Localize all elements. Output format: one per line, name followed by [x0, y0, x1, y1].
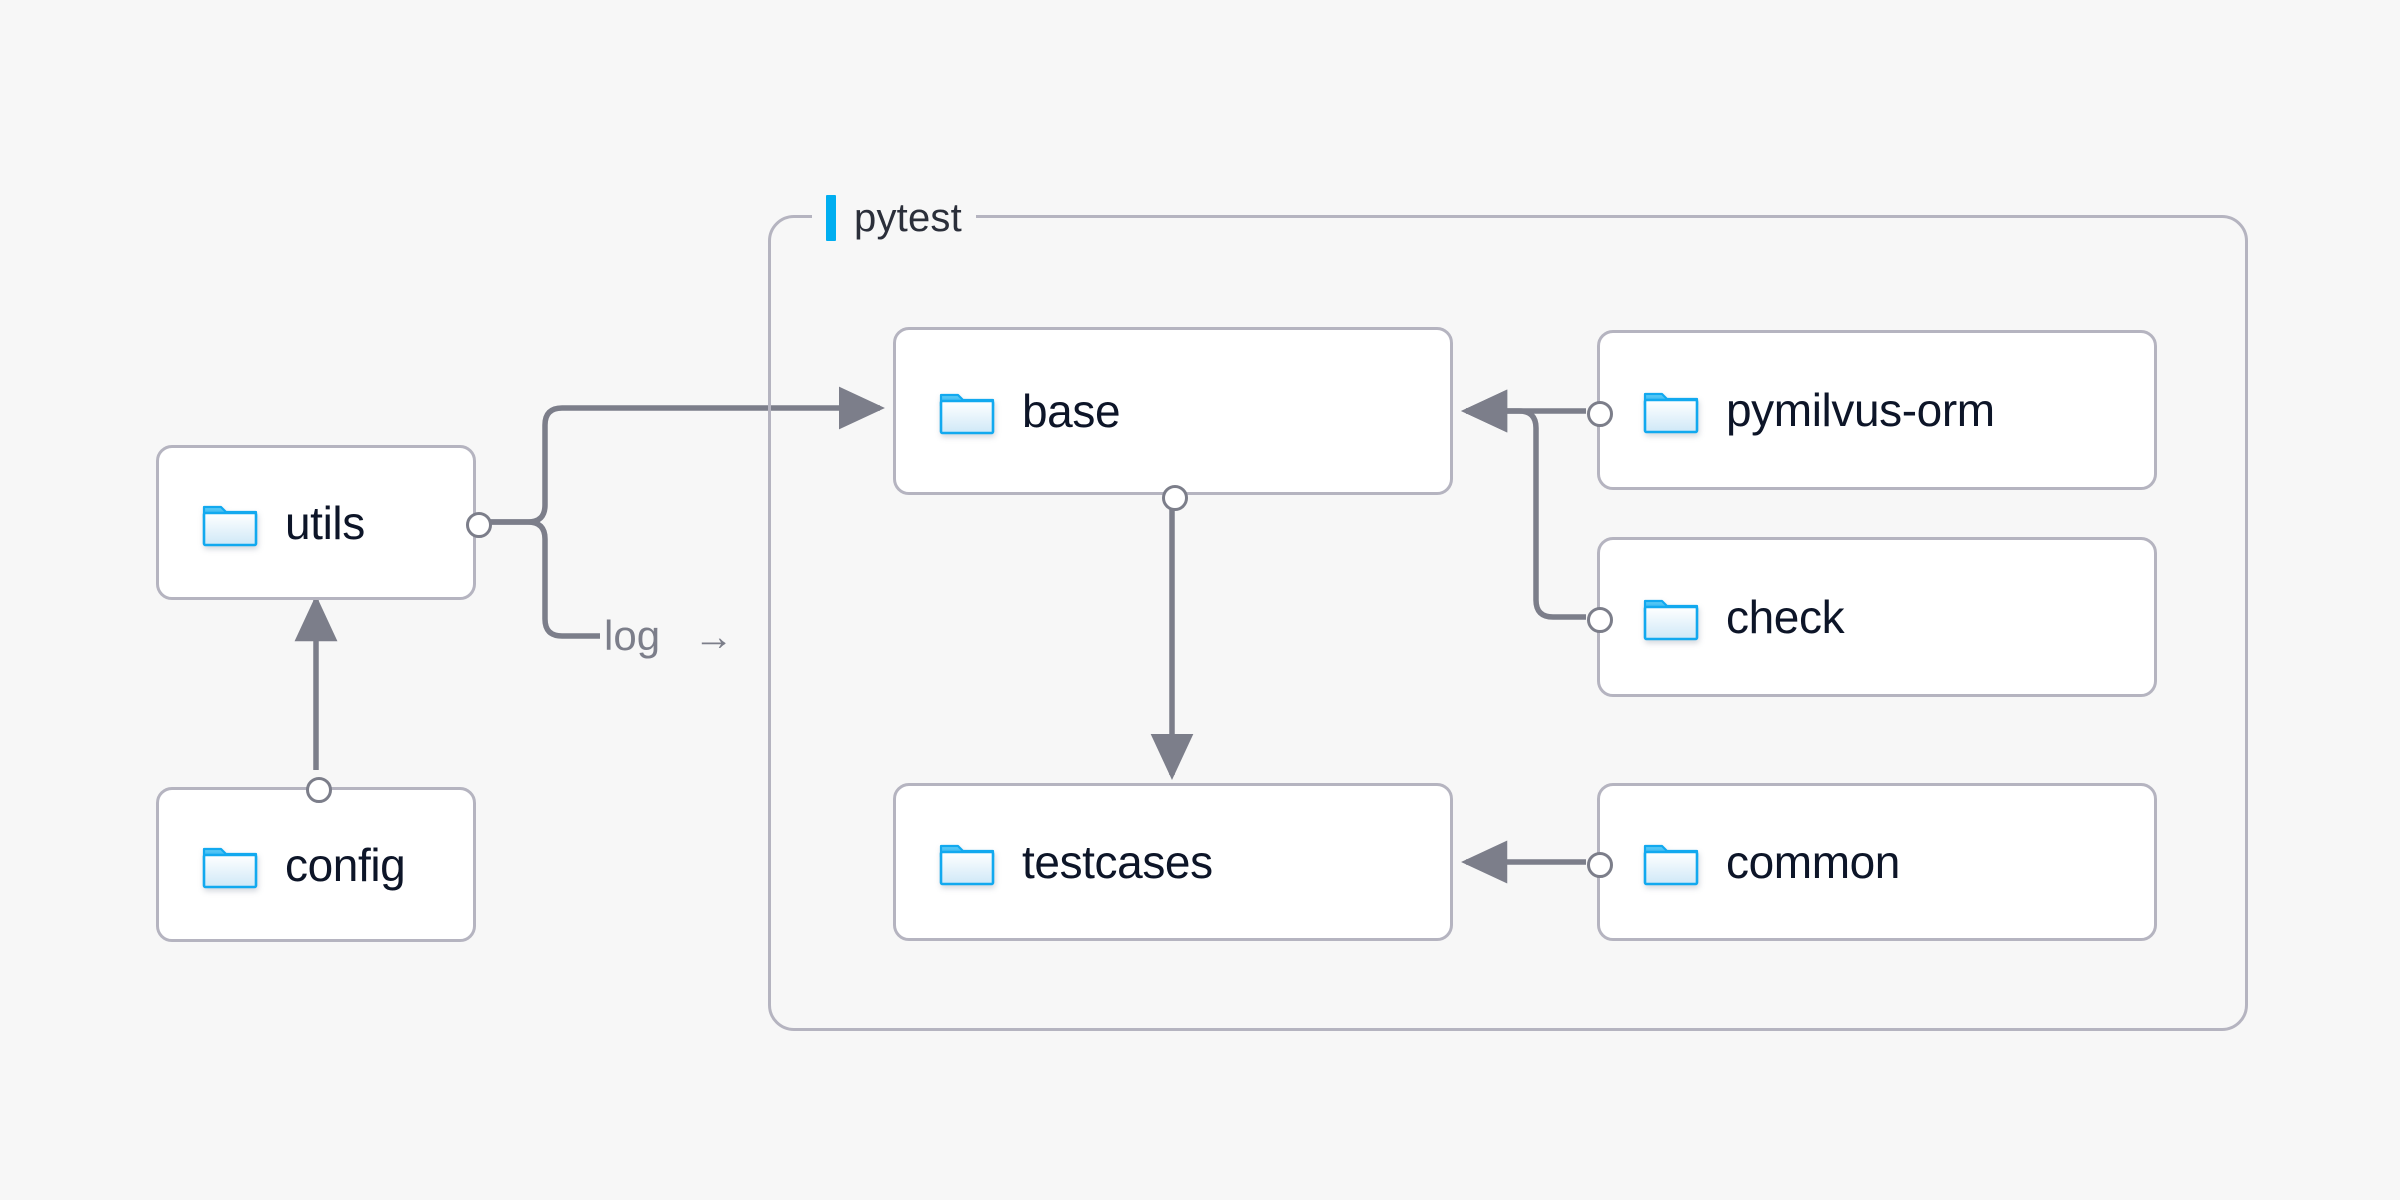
node-port[interactable] — [1587, 852, 1613, 878]
node-pymilvus-orm[interactable]: pymilvus-orm — [1587, 330, 2157, 490]
node-testcases[interactable]: testcases — [893, 783, 1453, 941]
node-label: pymilvus-orm — [1726, 384, 1995, 436]
folder-icon — [1642, 837, 1700, 887]
arrow-right-icon: → — [693, 615, 734, 659]
node-port[interactable] — [1162, 485, 1188, 511]
node-port[interactable] — [466, 512, 492, 538]
node-check[interactable]: check — [1587, 537, 2157, 697]
node-label: testcases — [1022, 836, 1213, 888]
node-port[interactable] — [1587, 607, 1613, 633]
node-label: utils — [285, 496, 365, 549]
edge-label-log: log → — [604, 612, 734, 659]
folder-icon — [201, 840, 259, 890]
node-label: common — [1726, 836, 1900, 888]
group-pytest-title: pytest — [812, 190, 976, 246]
node-config[interactable]: config — [156, 777, 476, 942]
node-port[interactable] — [1587, 401, 1613, 427]
edge-utils-log — [489, 519, 600, 639]
node-base[interactable]: base — [893, 327, 1453, 511]
node-common[interactable]: common — [1587, 783, 2157, 941]
node-label: check — [1726, 591, 1845, 643]
folder-icon — [938, 837, 996, 887]
edge-label-log-text: log — [604, 612, 661, 659]
node-utils[interactable]: utils — [156, 445, 492, 600]
folder-icon — [1642, 592, 1700, 642]
node-label: config — [285, 838, 406, 891]
folder-icon — [938, 386, 996, 436]
folder-icon — [201, 498, 259, 548]
group-pytest[interactable] — [768, 215, 2248, 1031]
folder-icon — [1642, 385, 1700, 435]
group-title-label: pytest — [854, 196, 962, 240]
group-accent-bar — [826, 195, 836, 241]
node-port[interactable] — [306, 777, 332, 803]
node-label: base — [1022, 385, 1121, 437]
